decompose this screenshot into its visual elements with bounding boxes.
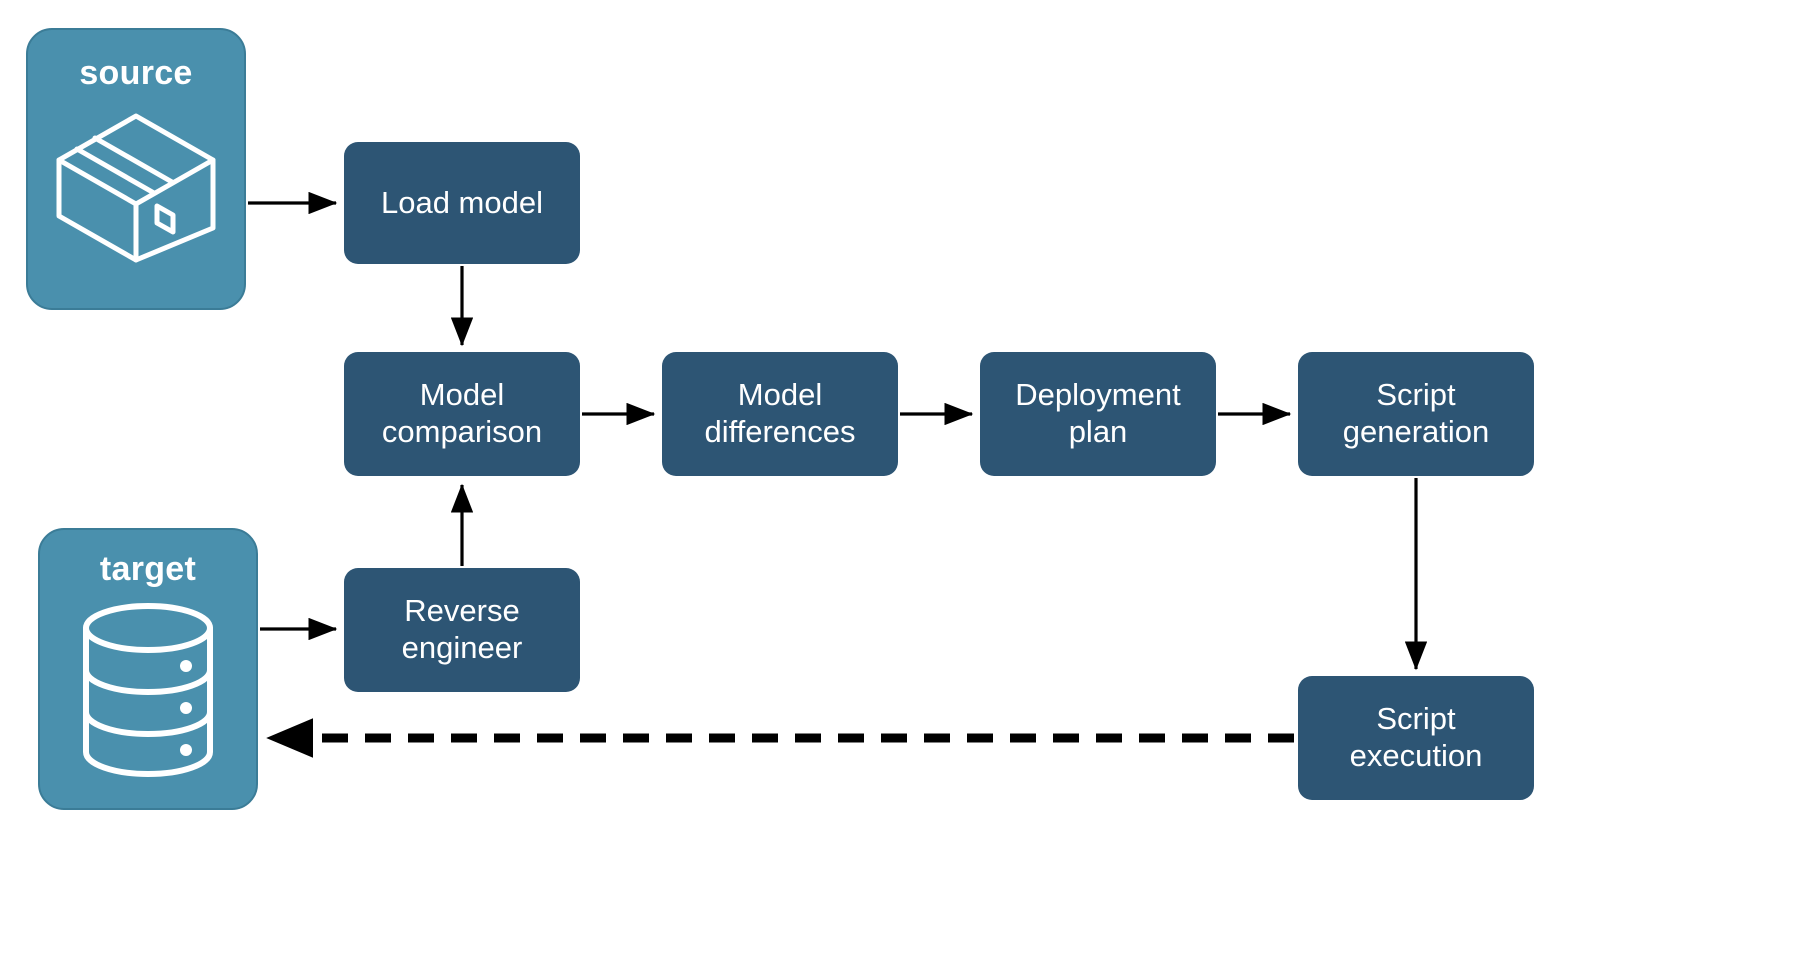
process-script-execution-label: Script execution (1349, 701, 1483, 773)
process-reverse-engineer-label: Reverse engineer (401, 593, 523, 665)
process-model-differences[interactable]: Model differences (662, 352, 898, 476)
database-cylinder-icon (73, 602, 223, 783)
endpoint-target-label: target (99, 550, 197, 588)
process-script-execution[interactable]: Script execution (1298, 676, 1534, 800)
process-model-comparison-label: Model comparison (381, 377, 543, 449)
process-script-generation-label: Script generation (1342, 377, 1490, 449)
process-deployment-plan[interactable]: Deployment plan (980, 352, 1216, 476)
process-reverse-engineer[interactable]: Reverse engineer (344, 568, 580, 692)
process-deployment-plan-label: Deployment plan (1015, 377, 1181, 449)
package-box-icon (51, 108, 221, 273)
endpoint-source[interactable]: source (26, 28, 246, 310)
endpoint-source-label: source (79, 54, 193, 92)
process-model-differences-label: Model differences (704, 377, 856, 449)
process-load-model-label: Load model (380, 184, 543, 220)
endpoint-target[interactable]: target (38, 528, 258, 810)
process-load-model[interactable]: Load model (344, 142, 580, 264)
process-script-generation[interactable]: Script generation (1298, 352, 1534, 476)
process-model-comparison[interactable]: Model comparison (344, 352, 580, 476)
